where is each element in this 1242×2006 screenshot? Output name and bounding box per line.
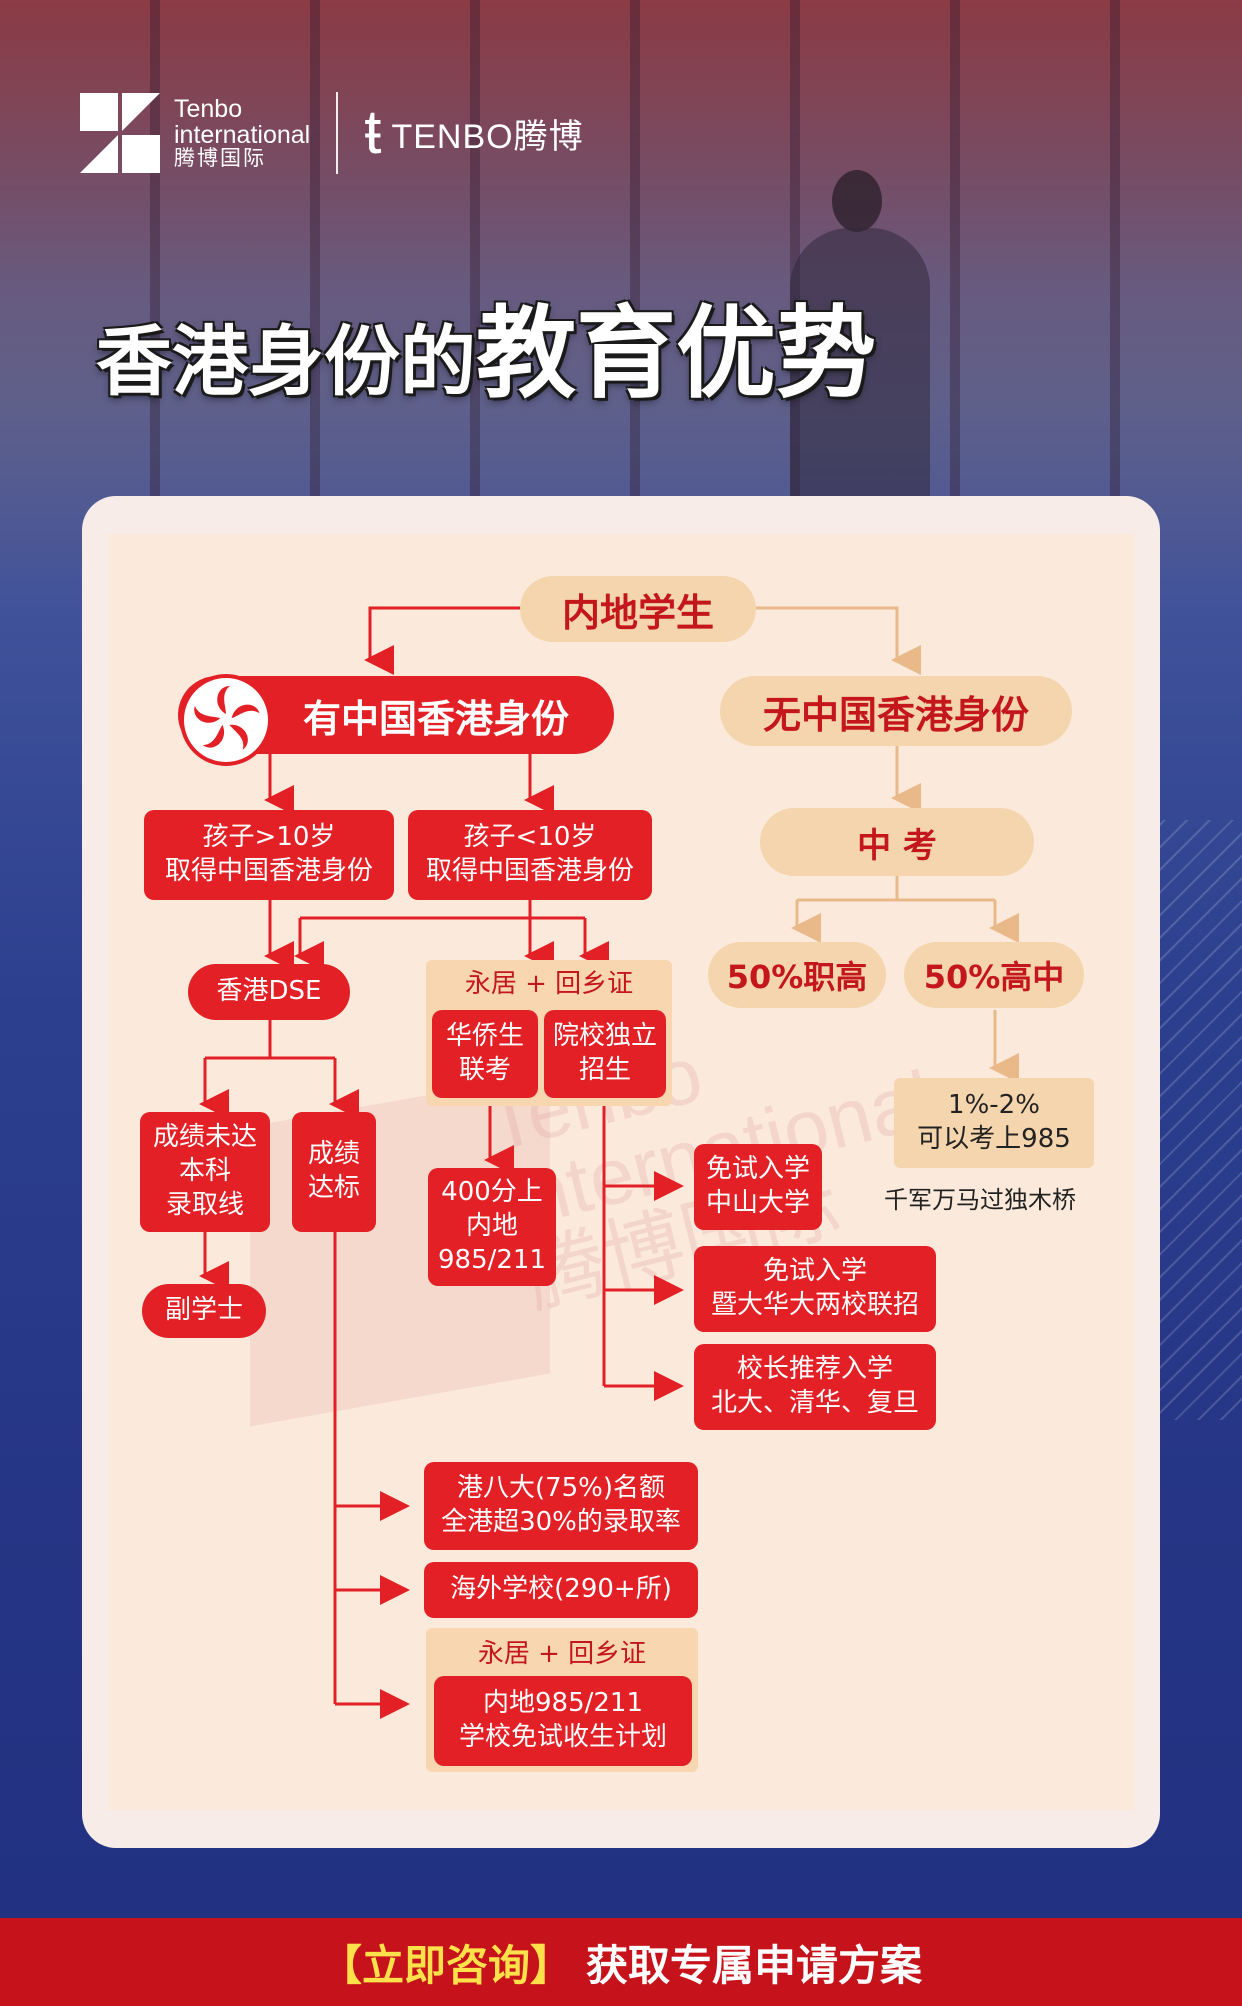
node-mainland-exempt-plan: 内地985/211 学校免试收生计划 bbox=[434, 1676, 692, 1766]
logo-text-line3: 腾博国际 bbox=[174, 147, 266, 171]
node-overseas-joint-exam: 华侨生 联考 bbox=[432, 1010, 538, 1098]
consult-text: 获取专属申请方案 bbox=[586, 1940, 923, 1990]
logo-text-line1: Tenbo bbox=[174, 94, 243, 123]
node-exempt-jnu-hqu: 免试入学 暨大华大两校联招 bbox=[694, 1246, 936, 1332]
title-part1: 香港身份的 bbox=[96, 317, 476, 406]
title-part2: 教育优势 bbox=[476, 295, 876, 412]
node-child-under-10: 孩子<10岁 取得中国香港身份 bbox=[408, 810, 652, 900]
node-985-rate: 1%-2% 可以考上985 bbox=[894, 1078, 1094, 1168]
node-principal-recommendation: 校长推荐入学 北大、清华、复旦 bbox=[694, 1344, 936, 1430]
node-without-hk-identity: 无中国香港身份 bbox=[720, 676, 1072, 746]
node-exempt-sysu: 免试入学 中山大学 bbox=[694, 1144, 822, 1230]
node-hk-dse: 香港DSE bbox=[188, 964, 350, 1020]
logo-divider bbox=[336, 92, 339, 174]
node-zhongkao: 中 考 bbox=[760, 808, 1034, 876]
node-independent-admission: 院校独立 招生 bbox=[544, 1010, 666, 1098]
brand-logo: Tenbo international 腾博国际 ŧ TENBO腾博 bbox=[80, 88, 584, 178]
node-child-over-10: 孩子>10岁 取得中国香港身份 bbox=[144, 810, 394, 900]
node-associate-degree: 副学士 bbox=[142, 1284, 266, 1338]
node-mainland-student: 内地学生 bbox=[520, 576, 756, 642]
node-meets-standard: 成绩 达标 bbox=[292, 1112, 376, 1232]
node-vocational-50: 50%职高 bbox=[708, 942, 886, 1008]
consult-banner[interactable]: 【立即咨询】 获取专属申请方案 bbox=[0, 1918, 1242, 2006]
tenbo-t-icon: ŧ bbox=[364, 98, 382, 167]
node-below-admission-line: 成绩未达 本科 录取线 bbox=[140, 1112, 270, 1232]
label-perm-res-2: 永居 + 回乡证 bbox=[477, 1639, 647, 1669]
hk-bauhinia-icon bbox=[180, 674, 272, 766]
logo-brand-name: TENBO腾博 bbox=[391, 117, 584, 156]
consult-now-label[interactable]: 【立即咨询】 bbox=[319, 1940, 572, 1990]
node-high-school-50: 50%高中 bbox=[904, 942, 1084, 1008]
node-hk-eight-universities: 港八大(75%)名额 全港超30%的录取率 bbox=[424, 1462, 698, 1550]
tenbo-logo-mark-icon bbox=[80, 93, 160, 173]
page-title: 香港身份的教育优势 bbox=[96, 272, 876, 417]
caption-single-plank-bridge: 千军万马过独木桥 bbox=[884, 1186, 1076, 1214]
node-overseas-schools: 海外学校(290+所) bbox=[424, 1562, 698, 1618]
node-score-400-985-211: 400分上 内地 985/211 bbox=[428, 1168, 556, 1286]
logo-text-line2: international bbox=[174, 120, 311, 149]
label-perm-res-1: 永居 + 回乡证 bbox=[464, 969, 634, 999]
